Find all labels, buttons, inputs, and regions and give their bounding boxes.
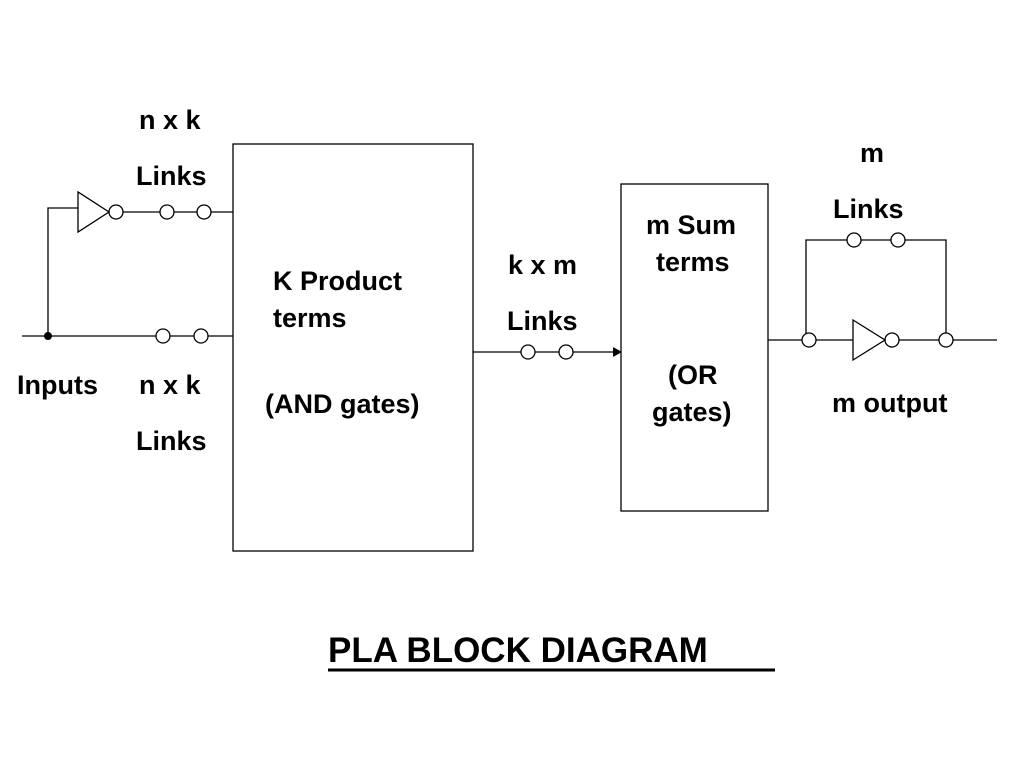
right-links-label: Links — [833, 194, 904, 224]
bottom-left-links-count: n x k — [139, 370, 202, 400]
or-block-text-1: m Sum — [646, 210, 736, 240]
output-label: m output — [832, 388, 947, 418]
output-inverter-bubble — [884, 332, 900, 348]
output-inverter-triangle — [852, 318, 887, 362]
output-bypass-wire-right — [905, 239, 947, 333]
bottom-link-node-2 — [193, 328, 209, 344]
or-block-text-4: gates) — [652, 397, 732, 427]
and-block-text-3: (AND gates) — [265, 389, 420, 419]
bottom-left-links-label: Links — [136, 426, 207, 456]
output-bypass-wire-left — [805, 239, 847, 334]
bottom-link-node-1 — [155, 328, 171, 344]
or-block-text-3: (OR — [668, 360, 718, 390]
right-link-node-2 — [890, 232, 906, 248]
top-left-links-count: n x k — [139, 105, 202, 135]
top-link-node-2 — [196, 204, 212, 220]
mid-links-count: k x m — [508, 250, 577, 280]
top-link-node-1 — [159, 204, 175, 220]
or-block-text-2: terms — [656, 247, 730, 277]
and-block-text-2: terms — [273, 303, 347, 333]
input-branch-wire — [47, 207, 78, 336]
input-inverter-triangle — [77, 190, 111, 234]
top-left-links-label: Links — [136, 161, 207, 191]
inputs-label: Inputs — [17, 370, 98, 400]
mid-link-node-2 — [558, 344, 574, 360]
or-gates-block — [620, 183, 769, 512]
and-gates-block — [232, 143, 474, 552]
right-links-count: m — [860, 138, 884, 168]
input-inverter-bubble — [108, 204, 124, 220]
arrow-head-icon — [613, 347, 622, 357]
mid-links-label: Links — [507, 306, 578, 336]
diagram-title: PLA BLOCK DIAGRAM — [328, 631, 708, 670]
output-node-right — [938, 332, 954, 348]
output-node-left — [801, 332, 817, 348]
mid-link-node-1 — [520, 344, 536, 360]
right-link-node-1 — [846, 232, 862, 248]
and-block-text-1: K Product — [273, 266, 402, 296]
